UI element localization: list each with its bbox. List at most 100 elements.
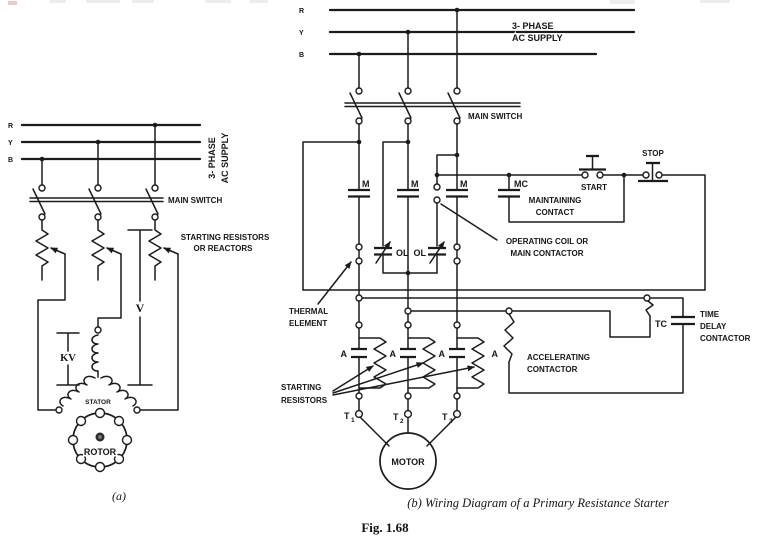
coil-contact-circle — [433, 196, 441, 204]
t3-label: T — [442, 412, 448, 422]
figure-number: Fig. 1.68 — [361, 520, 409, 535]
m-label-3: M — [460, 179, 468, 189]
starting-resistors-label-line1: STARTING — [281, 383, 321, 392]
terminal-t3 — [452, 409, 462, 419]
thermal-label-line1: THERMAL — [289, 307, 328, 316]
stop-button: STOP — [638, 148, 668, 183]
thermal-contact-circle — [355, 243, 363, 251]
switch-tie-bar — [29, 197, 164, 203]
contact-circle — [453, 243, 461, 251]
stop-label: STOP — [642, 149, 664, 158]
starting-resistors-label-line2: RESISTORS — [281, 396, 328, 405]
v-label: V — [136, 301, 145, 315]
rotor-label: ROTOR — [84, 447, 117, 457]
tap-arrow — [50, 247, 66, 255]
phase-label-r-a: R — [8, 123, 13, 130]
accel-coil-feed — [407, 310, 651, 338]
accelerating-label-line2: CONTACTOR — [527, 365, 578, 374]
diagram-a: R Y B 3- PHASE AC SUPPLY MAIN SWITCH — [8, 122, 271, 503]
stator-coil-left — [59, 375, 96, 407]
supply-label-b-line1: 3- PHASE — [512, 21, 554, 31]
kv-bracket: KV — [56, 332, 80, 386]
diagram-b: R Y B 3- PHASE AC SUPPLY MAIN SWITCH — [281, 7, 751, 510]
phase-label-b-a: B — [8, 157, 13, 164]
start-label: START — [581, 183, 607, 192]
kv-label: KV — [60, 353, 76, 364]
tap-arrow — [106, 247, 122, 255]
ol-label-2: OL — [414, 248, 427, 258]
m-contact — [397, 188, 419, 198]
overload-branches: OL OL — [374, 139, 498, 276]
a-contact — [400, 347, 416, 359]
scan-artifacts — [8, 0, 730, 5]
ol-arrow — [375, 241, 391, 264]
supply-taps-a — [39, 122, 158, 186]
main-switch-label-b: MAIN SWITCH — [468, 112, 522, 121]
m-label-2: M — [411, 179, 419, 189]
ol-label-1: OL — [396, 248, 409, 258]
m-contact — [446, 188, 468, 198]
terminal-circle — [133, 406, 141, 414]
t1-subscript: 1 — [351, 417, 355, 424]
stator-label: STATOR — [85, 399, 111, 406]
rotor: ROTOR — [67, 407, 133, 473]
stator-coil-vertical — [91, 334, 99, 378]
main-switch-b: MAIN SWITCH — [344, 87, 522, 125]
a-label-4: A — [492, 349, 499, 359]
resistor-symbol — [91, 219, 105, 281]
switch-tie-bar — [344, 102, 521, 108]
t2-subscript: 2 — [400, 418, 404, 425]
stator-coil-right — [100, 375, 137, 407]
starting-resistors-a: STARTING RESISTORS OR REACTORS — [35, 219, 271, 281]
mc-contact — [498, 188, 520, 198]
accelerating-label-line1: ACCELERATING — [527, 353, 590, 362]
resistor-arrow — [332, 365, 374, 392]
rotor-shaft-center — [98, 435, 102, 439]
start-button: START — [579, 154, 609, 194]
main-switch-a: MAIN SWITCH — [29, 184, 222, 221]
a-label-2: A — [390, 349, 397, 359]
phase-label-y-b: Y — [299, 30, 304, 37]
resistor-arrow — [332, 362, 424, 394]
phase-label-b-b: B — [299, 52, 304, 59]
coil-contact-circle — [433, 183, 441, 191]
maintaining-label-line1: MAINTAINING — [529, 196, 582, 205]
maintaining-label-line2: CONTACT — [536, 208, 575, 217]
terminal-circle — [94, 326, 102, 334]
phase-label-y-a: Y — [8, 140, 13, 147]
ol-arrow — [429, 241, 445, 264]
supply-lines-a: R Y B 3- PHASE AC SUPPLY — [8, 123, 232, 185]
a-label-1: A — [341, 349, 348, 359]
t1-label: T — [344, 411, 350, 421]
supply-label-b-line2: AC SUPPLY — [512, 33, 563, 43]
tc-contact-circle — [643, 294, 651, 302]
caption-a: (a) — [112, 489, 126, 503]
operating-label-line2: MAIN CONTACTOR — [510, 249, 583, 258]
resistors-label-a-line1: STARTING RESISTORS — [181, 233, 270, 242]
a-contact — [351, 347, 367, 359]
terminal-circle — [505, 307, 513, 315]
operating-label-line1: OPERATING COIL OR — [506, 237, 589, 246]
a-label-3: A — [439, 349, 446, 359]
phase-label-r-b: R — [299, 8, 304, 15]
motor-section: T 1 T 2 T 3 MOTOR — [344, 409, 462, 490]
accelerating-contacts: A A A STARTING RESISTORS — [281, 321, 485, 405]
thermal-element-callout: THERMAL ELEMENT — [289, 261, 352, 328]
supply-taps-b — [356, 7, 460, 89]
m-label-1: M — [362, 179, 370, 189]
red-scan-mark — [8, 1, 17, 5]
accelerating-coil — [503, 313, 515, 363]
resistor-symbol — [35, 219, 49, 281]
tc-label: TC — [655, 319, 667, 329]
tap-arrow — [163, 247, 179, 255]
mc-label: MC — [514, 179, 528, 189]
m-contact — [348, 188, 370, 198]
terminal-circle — [355, 294, 363, 302]
v-bracket: V — [127, 229, 153, 386]
caption-b: (b) Wiring Diagram of a Primary Resistan… — [407, 496, 669, 510]
supply-label-a-line1: 3- PHASE — [207, 137, 217, 179]
supply-label-a-line2: AC SUPPLY — [220, 133, 230, 184]
timer-circuit: TC TIME DELAY CONTACTOR ACCELERATING CON… — [355, 294, 751, 394]
